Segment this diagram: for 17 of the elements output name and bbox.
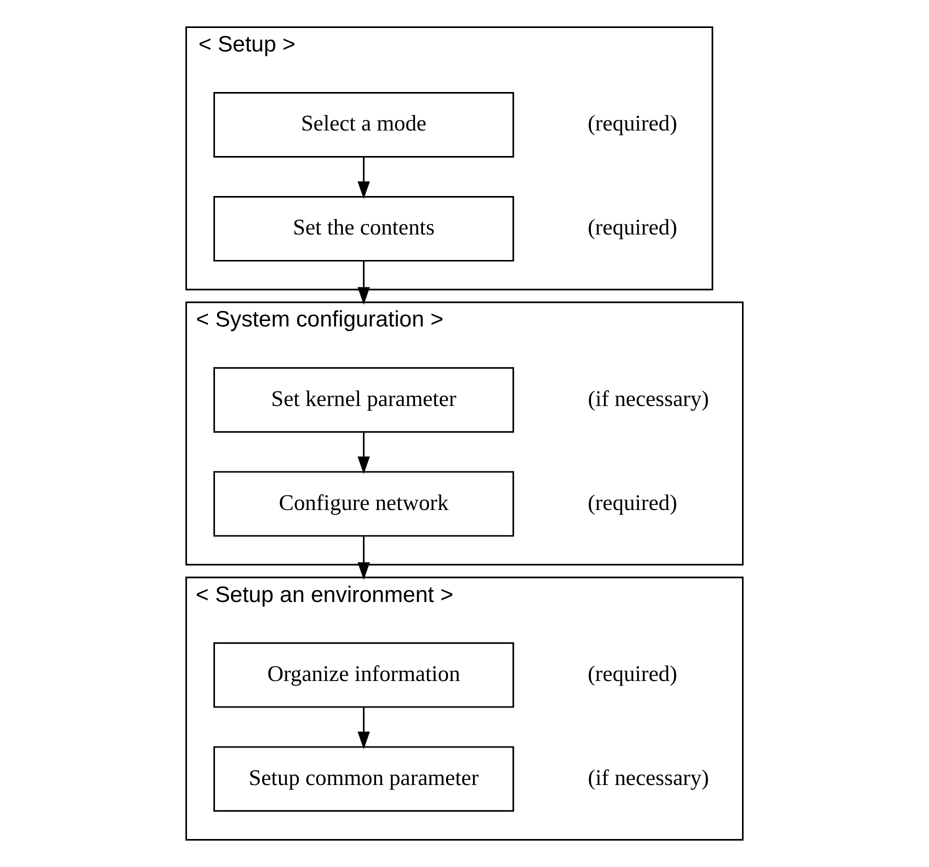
node-label: (required) [588,660,678,686]
arrow [358,536,370,580]
node-label: (required) [588,490,678,515]
node-box: Organize information [213,642,514,708]
node-label: (if necessary) [588,764,710,790]
arrow [358,707,370,750]
node-box: Set the contents [213,196,514,262]
node-box: Configure network [213,471,514,537]
arrow [358,432,370,474]
node-label: (required) [588,214,678,240]
node-box: Select a mode [213,92,514,158]
node-label: (if necessary) [588,386,710,411]
node-label: (required) [588,110,678,136]
node-box: Set kernel parameter [213,367,514,433]
arrow [358,157,370,199]
arrow [358,261,370,305]
node-box: Setup common parameter [213,746,514,812]
